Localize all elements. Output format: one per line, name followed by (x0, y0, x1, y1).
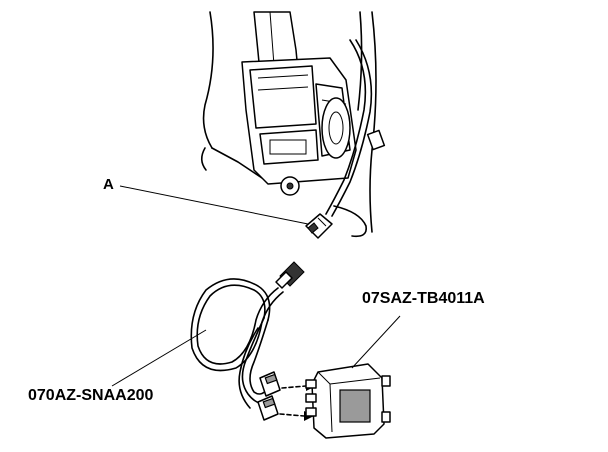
label-a-leader (119, 185, 309, 225)
label-cable-leader (111, 329, 207, 387)
adapter-box (305, 363, 391, 439)
harness-cable (190, 261, 305, 421)
label-tool-leader (351, 315, 401, 369)
label-adapter-tool: 07SAZ-TB4011A (362, 290, 485, 307)
label-a: A (103, 176, 114, 193)
label-harness-tool: 070AZ-SNAA200 (28, 387, 154, 404)
seat-belt-retractor (200, 11, 386, 238)
connector-a (305, 213, 333, 239)
